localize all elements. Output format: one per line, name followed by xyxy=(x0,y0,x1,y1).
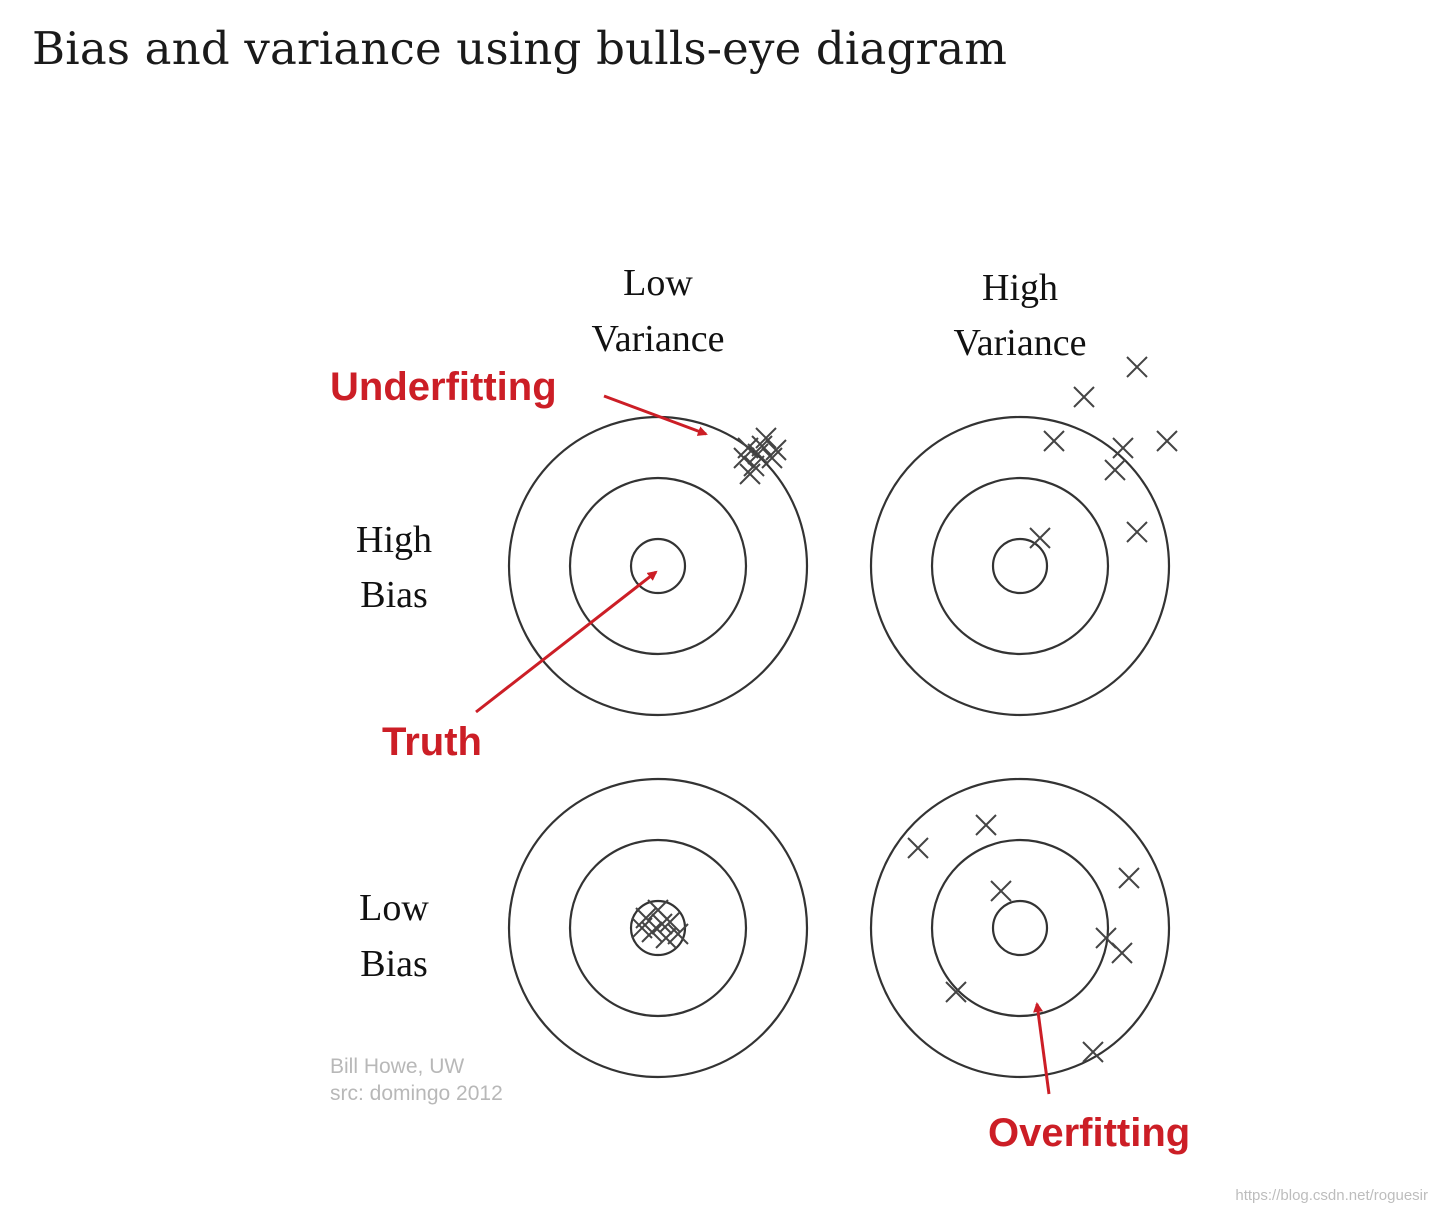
target-middle-ring xyxy=(568,476,748,656)
column-header-low-variance: Low Variance xyxy=(592,262,725,360)
column-header-high-variance-line2: Variance xyxy=(954,322,1087,364)
x-mark xyxy=(1111,942,1133,964)
target-low-bias-high-variance xyxy=(869,777,1171,1079)
truth-arrow xyxy=(475,570,658,714)
target-middle-ring xyxy=(930,838,1110,1018)
row-header-low-bias: Low Bias xyxy=(359,887,429,985)
credit: Bill Howe, UW src: domingo 2012 xyxy=(330,1055,503,1105)
overfitting-label: Overfitting xyxy=(988,1111,1190,1155)
x-mark xyxy=(1112,437,1134,459)
marks-low-bias-high-variance xyxy=(907,814,1140,1063)
truth-label: Truth xyxy=(382,720,482,764)
underfitting-label: Underfitting xyxy=(330,365,557,409)
column-header-high-variance: High Variance xyxy=(954,267,1087,364)
x-mark xyxy=(1126,356,1148,378)
column-header-high-variance-line1: High xyxy=(982,267,1058,309)
x-mark xyxy=(751,435,773,457)
x-mark xyxy=(1118,867,1140,889)
x-mark xyxy=(1156,430,1178,452)
x-mark xyxy=(1073,386,1095,408)
target-high-bias-low-variance xyxy=(507,415,809,717)
marks-high-bias-low-variance xyxy=(733,427,787,485)
row-header-low-bias-line2: Bias xyxy=(360,943,428,985)
row-header-high-bias-line1: High xyxy=(356,519,432,561)
x-mark xyxy=(651,913,673,935)
row-header-low-bias-line1: Low xyxy=(359,887,429,929)
underfitting-arrow xyxy=(603,394,708,436)
x-mark xyxy=(1029,527,1051,549)
x-mark xyxy=(1104,459,1126,481)
target-middle-ring xyxy=(930,476,1110,656)
x-mark xyxy=(765,439,787,461)
x-mark xyxy=(907,837,929,859)
target-outer-ring xyxy=(507,415,809,717)
target-outer-ring xyxy=(507,777,809,1079)
x-mark xyxy=(945,981,967,1003)
annotation-truth: Truth xyxy=(382,570,658,764)
credit-source: src: domingo 2012 xyxy=(330,1082,503,1105)
x-mark xyxy=(1082,1041,1104,1063)
target-high-bias-high-variance xyxy=(869,415,1171,717)
target-bullseye xyxy=(629,537,687,595)
target-outer-ring xyxy=(869,777,1171,1079)
column-header-low-variance-line1: Low xyxy=(623,262,693,304)
x-mark xyxy=(733,447,755,469)
x-mark xyxy=(990,880,1012,902)
x-mark xyxy=(667,923,689,945)
target-bullseye xyxy=(991,899,1049,957)
x-mark xyxy=(655,927,677,949)
x-mark xyxy=(739,463,761,485)
target-low-bias-low-variance xyxy=(507,777,809,1079)
column-header-low-variance-line2: Variance xyxy=(592,318,725,360)
annotation-overfitting: Overfitting xyxy=(988,1002,1190,1155)
target-middle-ring xyxy=(568,838,748,1018)
page-title: Bias and variance using bulls-eye diagra… xyxy=(32,22,1008,75)
marks-high-bias-high-variance xyxy=(1029,356,1178,549)
x-mark xyxy=(1043,430,1065,452)
x-mark xyxy=(761,447,783,469)
credit-author: Bill Howe, UW xyxy=(330,1055,464,1078)
watermark: https://blog.csdn.net/roguesir xyxy=(1235,1187,1428,1204)
marks-low-bias-low-variance xyxy=(631,899,689,949)
row-header-high-bias-line2: Bias xyxy=(360,574,428,616)
target-bullseye xyxy=(991,537,1049,595)
x-mark xyxy=(631,917,653,939)
annotation-underfitting: Underfitting xyxy=(330,365,708,436)
x-mark xyxy=(975,814,997,836)
x-mark xyxy=(1126,521,1148,543)
overfitting-arrow xyxy=(1033,1002,1051,1095)
row-header-high-bias: High Bias xyxy=(356,519,432,616)
target-outer-ring xyxy=(869,415,1171,717)
